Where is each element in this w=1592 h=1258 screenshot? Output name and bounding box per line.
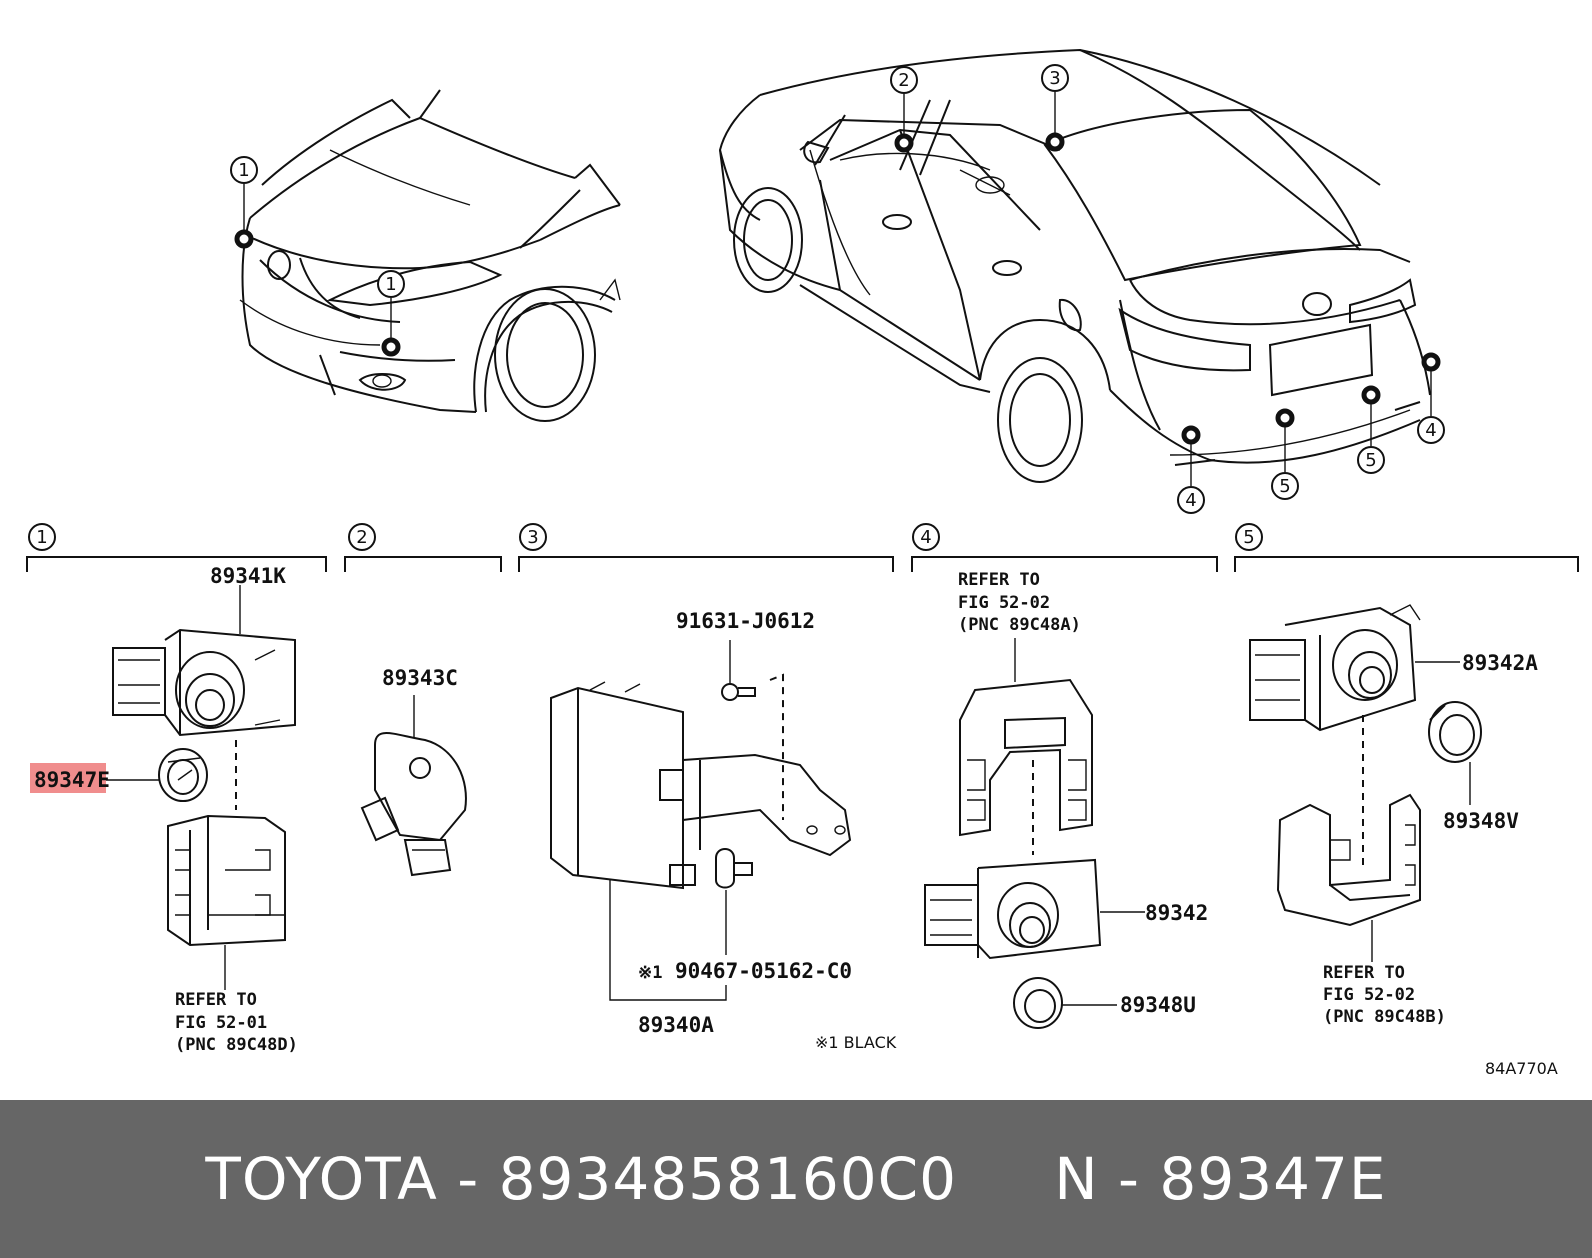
callout-2-rear: 2 <box>890 66 918 94</box>
clip-90467-drawing <box>715 848 753 889</box>
car-callouts: 1 1 2 3 4 5 5 4 <box>230 64 1445 514</box>
section-3-parts: 91631-J0612 ※1 90467-05162-C0 <box>550 609 897 1052</box>
svg-text:5: 5 <box>1243 527 1254 548</box>
svg-text:1: 1 <box>238 160 249 181</box>
section-4-parts: REFER TO FIG 52-02 (PNC 89C48A) 89342 <box>924 570 1208 1029</box>
svg-text:2: 2 <box>898 70 909 91</box>
svg-text:4: 4 <box>920 527 931 548</box>
svg-text:(PNC 89C48D): (PNC 89C48D) <box>175 1035 298 1055</box>
parts-diagram: 1 1 2 3 4 5 5 4 1 2 3 4 5 <box>26 48 1579 1078</box>
refer-note-section-4-top: REFER TO FIG 52-02 (PNC 89C48A) <box>958 570 1081 635</box>
svg-text:FIG 52-02: FIG 52-02 <box>958 593 1050 613</box>
section-5-parts: 89342A 89348V REFER TO FIG 52-02 (PNC 89… <box>1249 604 1538 1027</box>
bolt-91631-drawing <box>721 683 756 701</box>
part-number-footer: TOYOTA - 8934858160C0 N - 89347E <box>0 1100 1592 1258</box>
svg-text:2: 2 <box>356 527 367 548</box>
section-2-header: 2 <box>344 523 502 572</box>
svg-text:REFER TO: REFER TO <box>1323 963 1405 983</box>
front-car-illustration <box>234 89 621 422</box>
sensor-89341k-drawing <box>112 628 296 737</box>
ecu-89340a-drawing <box>550 681 852 890</box>
part-91631-j0612[interactable]: 91631-J0612 <box>676 609 815 633</box>
figure-code: 84A770A <box>1485 1059 1558 1078</box>
svg-text:REFER TO: REFER TO <box>175 990 257 1010</box>
svg-text:REFER TO: REFER TO <box>958 570 1040 590</box>
retainer-section-4-drawing <box>959 678 1093 837</box>
mark-1: ※1 <box>638 963 662 983</box>
svg-text:3: 3 <box>527 527 538 548</box>
refer-note-section-5: REFER TO FIG 52-02 (PNC 89C48B) <box>1323 963 1446 1027</box>
svg-text:1: 1 <box>385 274 396 295</box>
callout-4-left: 4 <box>1177 486 1205 514</box>
svg-text:3: 3 <box>1049 68 1060 89</box>
svg-text:4: 4 <box>1425 420 1436 441</box>
section-3-header: 3 <box>518 523 894 572</box>
highlight-89347e <box>30 763 106 793</box>
callout-5-left: 5 <box>1271 472 1299 500</box>
svg-text:FIG 52-01: FIG 52-01 <box>175 1013 267 1033</box>
callout-4-right: 4 <box>1417 416 1445 444</box>
svg-text:FIG 52-02: FIG 52-02 <box>1323 985 1415 1005</box>
svg-text:4: 4 <box>1185 490 1196 511</box>
part-89340a[interactable]: 89340A <box>638 1013 714 1037</box>
svg-text:5: 5 <box>1279 476 1290 497</box>
refer-note-section-1: REFER TO FIG 52-01 (PNC 89C48D) <box>175 990 298 1055</box>
callout-1-front-upper: 1 <box>230 156 258 184</box>
retainer-section-1-drawing <box>167 814 286 947</box>
sensor-89343c-drawing <box>360 732 467 877</box>
part-89348u[interactable]: 89348U <box>1120 993 1196 1017</box>
section-headers: 1 2 3 4 5 <box>26 523 1579 572</box>
note-black: ※1 BLACK <box>815 1033 897 1052</box>
section-4-header: 4 <box>911 523 1218 572</box>
retainer-section-5-drawing <box>1276 793 1421 927</box>
ring-89348v-drawing <box>1428 701 1482 763</box>
section-1-parts: 89341K 89347E REFER TO FIG 52-01 (PNC 89… <box>30 564 298 1055</box>
part-89342a[interactable]: 89342A <box>1462 651 1538 675</box>
sensor-89342a-drawing <box>1249 604 1421 732</box>
sensor-89342-drawing <box>924 858 1102 960</box>
ring-89348u-drawing <box>1013 977 1063 1029</box>
section-5-header: 5 <box>1234 523 1579 572</box>
section-1-header: 1 <box>26 523 327 572</box>
svg-text:(PNC 89C48A): (PNC 89C48A) <box>958 615 1081 635</box>
part-89342[interactable]: 89342 <box>1145 901 1208 925</box>
svg-text:5: 5 <box>1365 450 1376 471</box>
section-2-parts: 89343C <box>360 666 467 877</box>
svg-text:1: 1 <box>36 527 47 548</box>
part-89343c[interactable]: 89343C <box>382 666 458 690</box>
part-90467-05162-c0[interactable]: 90467-05162-C0 <box>675 959 852 983</box>
part-89347e[interactable]: 89347E <box>34 768 110 792</box>
part-89348v[interactable]: 89348V <box>1443 809 1519 833</box>
callout-3-rear: 3 <box>1041 64 1069 92</box>
part-89341k[interactable]: 89341K <box>210 564 286 588</box>
callout-5-right: 5 <box>1357 446 1385 474</box>
footer-part-numbers: TOYOTA - 8934858160C0 N - 89347E <box>205 1145 1387 1213</box>
rear-car-illustration <box>718 48 1441 486</box>
callout-1-front-lower: 1 <box>377 270 405 298</box>
svg-text:(PNC 89C48B): (PNC 89C48B) <box>1323 1007 1446 1027</box>
ring-89347e-drawing <box>158 748 208 802</box>
